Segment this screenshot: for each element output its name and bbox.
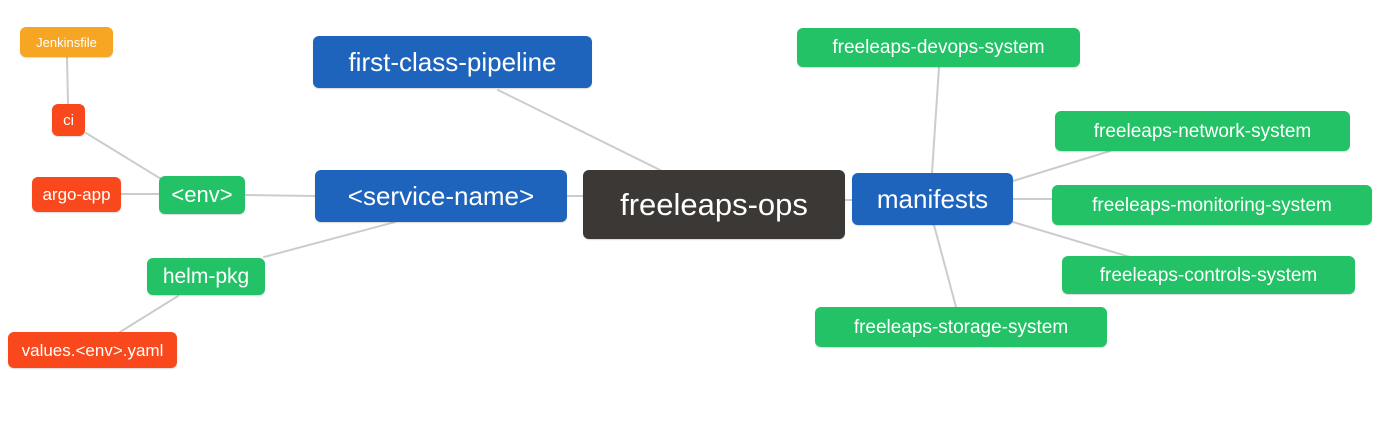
edge-values-env-yaml-to-helm-pkg bbox=[119, 295, 179, 333]
node-network-system[interactable]: freeleaps-network-system bbox=[1055, 111, 1350, 151]
node-monitoring-system[interactable]: freeleaps-monitoring-system bbox=[1052, 185, 1372, 225]
node-devops-system[interactable]: freeleaps-devops-system bbox=[797, 28, 1080, 67]
node-first-class-pipeline[interactable]: first-class-pipeline bbox=[313, 36, 592, 88]
edge-env-to-service-name bbox=[244, 194, 316, 197]
edge-jenkinsfile-to-ci bbox=[66, 56, 69, 105]
edge-first-class-pipeline-to-freeleaps-ops bbox=[497, 89, 661, 171]
node-jenkinsfile[interactable]: Jenkinsfile bbox=[20, 27, 113, 57]
node-storage-system[interactable]: freeleaps-storage-system bbox=[815, 307, 1107, 347]
edge-manifests-to-storage-system bbox=[933, 224, 957, 308]
edge-ci-to-env bbox=[85, 132, 167, 183]
node-freeleaps-ops[interactable]: freeleaps-ops bbox=[583, 170, 845, 239]
edge-manifests-to-devops-system bbox=[931, 66, 940, 174]
node-service-name[interactable]: <service-name> bbox=[315, 170, 567, 222]
edge-helm-pkg-to-service-name bbox=[263, 221, 396, 258]
node-values-env-yaml[interactable]: values.<env>.yaml bbox=[8, 332, 177, 368]
node-ci[interactable]: ci bbox=[52, 104, 85, 136]
node-helm-pkg[interactable]: helm-pkg bbox=[147, 258, 265, 295]
node-controls-system[interactable]: freeleaps-controls-system bbox=[1062, 256, 1355, 294]
node-argo-app[interactable]: argo-app bbox=[32, 177, 121, 212]
edge-manifests-to-controls-system bbox=[1012, 221, 1131, 258]
edge-manifests-to-network-system bbox=[1012, 150, 1111, 182]
node-env[interactable]: <env> bbox=[159, 176, 245, 214]
node-manifests[interactable]: manifests bbox=[852, 173, 1013, 225]
